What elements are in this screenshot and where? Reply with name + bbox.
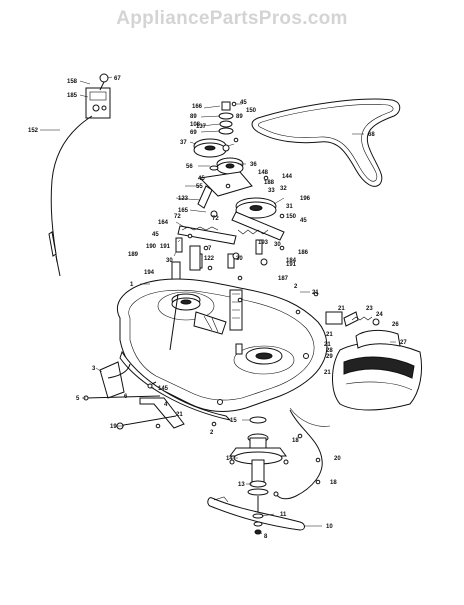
callout-36: 36 — [250, 162, 257, 168]
callout-31: 31 — [286, 204, 293, 210]
callout-21f: 21 — [176, 412, 183, 418]
callout-191b: 191 — [286, 262, 297, 268]
callout-18a: 18 — [292, 438, 299, 444]
hardware — [155, 101, 321, 485]
callout-194: 194 — [144, 270, 155, 276]
callout-144: 144 — [282, 174, 293, 180]
callout-72a: 72 — [174, 214, 181, 220]
cable — [48, 115, 93, 277]
idler-pulley-lower — [209, 157, 244, 175]
callout-72b: 72 — [212, 216, 219, 222]
discharge-chute — [289, 329, 423, 427]
callout-37: 37 — [180, 140, 187, 146]
callout-24: 24 — [376, 312, 383, 318]
callout-33: 33 — [268, 188, 275, 194]
callout-18b: 18 — [330, 480, 337, 486]
callout-108: 108 — [190, 122, 201, 128]
callout-32: 32 — [280, 186, 287, 192]
callout-21b: 21 — [338, 306, 345, 312]
callout-45a: 45 — [240, 100, 247, 106]
callout-28: 28 — [326, 348, 333, 354]
callout-29: 29 — [326, 354, 333, 360]
height-adjust-bracket — [85, 73, 111, 119]
callout-164: 164 — [158, 220, 169, 226]
callout-67: 67 — [114, 76, 121, 82]
callout-45b: 45 — [198, 176, 205, 182]
callout-21a: 21 — [312, 290, 319, 296]
callout-10: 10 — [326, 524, 333, 530]
callout-188: 188 — [264, 180, 275, 186]
callout-89: 89 — [190, 114, 197, 120]
callout-196: 196 — [300, 196, 311, 202]
mower-blade — [207, 496, 305, 535]
callout-45c: 45 — [300, 218, 307, 224]
callout-184: 184 — [286, 258, 297, 264]
callout-5: 5 — [76, 396, 80, 402]
callout-45d: 45 — [152, 232, 159, 238]
callout-11: 11 — [280, 512, 287, 518]
callout-150b: 150 — [286, 214, 297, 220]
idler-pulley-upper — [193, 101, 234, 158]
callout-158: 158 — [67, 79, 78, 85]
leader-lines — [40, 76, 396, 535]
callout-2: 2 — [294, 284, 298, 290]
callout-56: 56 — [186, 164, 193, 170]
callout-30b: 30 — [166, 258, 173, 264]
callout-145: 145 — [158, 386, 169, 392]
callout-193: 193 — [258, 240, 269, 246]
callout-4: 4 — [164, 402, 168, 408]
callout-190: 190 — [146, 244, 157, 250]
callout-21e: 21 — [324, 370, 331, 376]
spindle-assembly — [229, 416, 289, 520]
callout-69: 69 — [190, 130, 197, 136]
callout-27: 27 — [400, 340, 407, 346]
callout-14: 14 — [226, 456, 233, 462]
callout-8: 8 — [264, 534, 268, 540]
callout-13: 13 — [238, 482, 245, 488]
callout-165: 165 — [178, 208, 189, 214]
callout-6: 6 — [124, 394, 128, 400]
callout-123: 123 — [178, 196, 189, 202]
callout-30c: 30 — [236, 256, 243, 262]
callout-labels: 158 67 185 152 166 45 150 89 89 108 69 1… — [28, 76, 407, 540]
callout-30a: 30 — [274, 242, 281, 248]
callout-166: 166 — [192, 104, 203, 110]
belt-guard-cable — [273, 409, 323, 500]
callout-3: 3 — [92, 366, 96, 372]
callout-7: 7 — [208, 246, 212, 252]
front-link-assembly — [83, 361, 185, 430]
callout-15: 15 — [230, 418, 237, 424]
callout-150: 150 — [246, 108, 257, 114]
callout-19: 19 — [110, 424, 117, 430]
callout-187: 187 — [278, 276, 289, 282]
callout-137: 137 — [196, 124, 207, 130]
callout-122: 122 — [204, 256, 215, 262]
callout-1: 1 — [130, 282, 134, 288]
callout-21d: 21 — [324, 342, 331, 348]
callout-40: 89 — [236, 114, 243, 120]
watermark: AppliancePartsPros.com — [116, 8, 348, 29]
drive-belt — [251, 98, 401, 187]
idler-arm-assembly — [171, 171, 285, 293]
chute-bracket — [325, 311, 380, 327]
callout-148: 148 — [258, 170, 269, 176]
callout-23: 23 — [366, 306, 373, 312]
callout-152: 152 — [28, 128, 39, 134]
callout-21c: 21 — [326, 332, 333, 338]
callout-2b: 2 — [210, 430, 214, 436]
callout-20: 20 — [334, 456, 341, 462]
callout-68: 68 — [368, 132, 375, 138]
callout-191: 191 — [160, 244, 171, 250]
callout-185: 185 — [67, 93, 78, 99]
callout-186: 186 — [298, 250, 309, 256]
mower-deck — [117, 278, 328, 421]
callout-55: 55 — [196, 184, 203, 190]
callout-26: 26 — [392, 322, 399, 328]
callout-189: 189 — [128, 252, 139, 258]
